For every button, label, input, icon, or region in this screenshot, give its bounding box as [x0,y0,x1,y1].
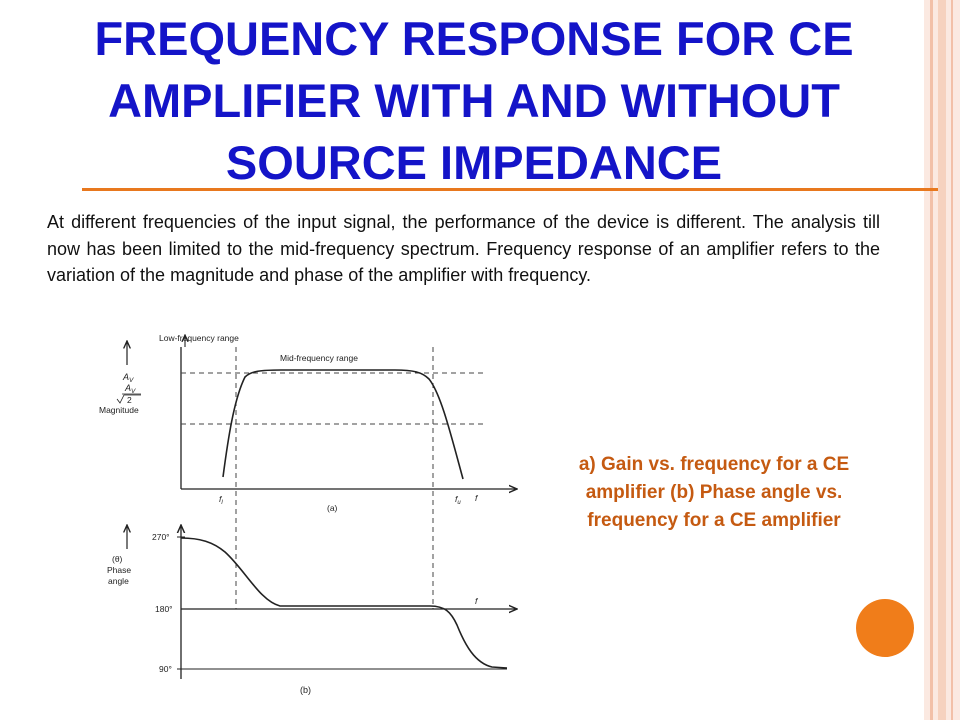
phase-plot: (θ) Phase angle 270° 180° 90° f (b) [107,525,517,695]
av-half-label-num: AV [124,383,136,395]
frequency-response-figure: Low-frequency range Mid-frequency range … [99,333,535,695]
panel-a-label: (a) [327,503,338,513]
right-border-stripes [924,0,960,720]
sqrt-two-label: 2 [127,395,132,405]
tick-270-label: 270° [152,532,170,542]
figure-caption: a) Gain vs. frequency for a CE amplifier… [578,454,850,531]
phase-f-label: f [475,596,479,606]
title-underline [82,188,938,191]
mid-frequency-label: Mid-frequency range [280,353,358,363]
gain-curve [222,369,464,480]
tick-180-label: 180° [155,604,173,614]
sqrt-sign [116,394,141,404]
fl-label: fl [219,494,223,506]
theta-label: (θ) [112,554,123,564]
slide-title: FREQUENCY RESPONSE FOR CE AMPLIFIER WITH… [94,12,854,189]
panel-b-label: (b) [300,685,311,695]
gain-f-label: f [475,493,479,503]
phase-word-label: Phase [107,565,131,575]
decorative-orange-circle [856,599,914,657]
magnitude-label: Magnitude [99,405,139,415]
body-paragraph: At different frequencies of the input si… [47,212,880,285]
angle-word-label: angle [108,576,129,586]
phase-curve [180,537,508,669]
tick-90-label: 90° [159,664,172,674]
low-frequency-label: Low-frequency range [159,333,239,343]
fu-label: fu [455,494,461,506]
gain-plot: Low-frequency range Mid-frequency range … [99,333,517,609]
av-label: AV [122,372,134,384]
